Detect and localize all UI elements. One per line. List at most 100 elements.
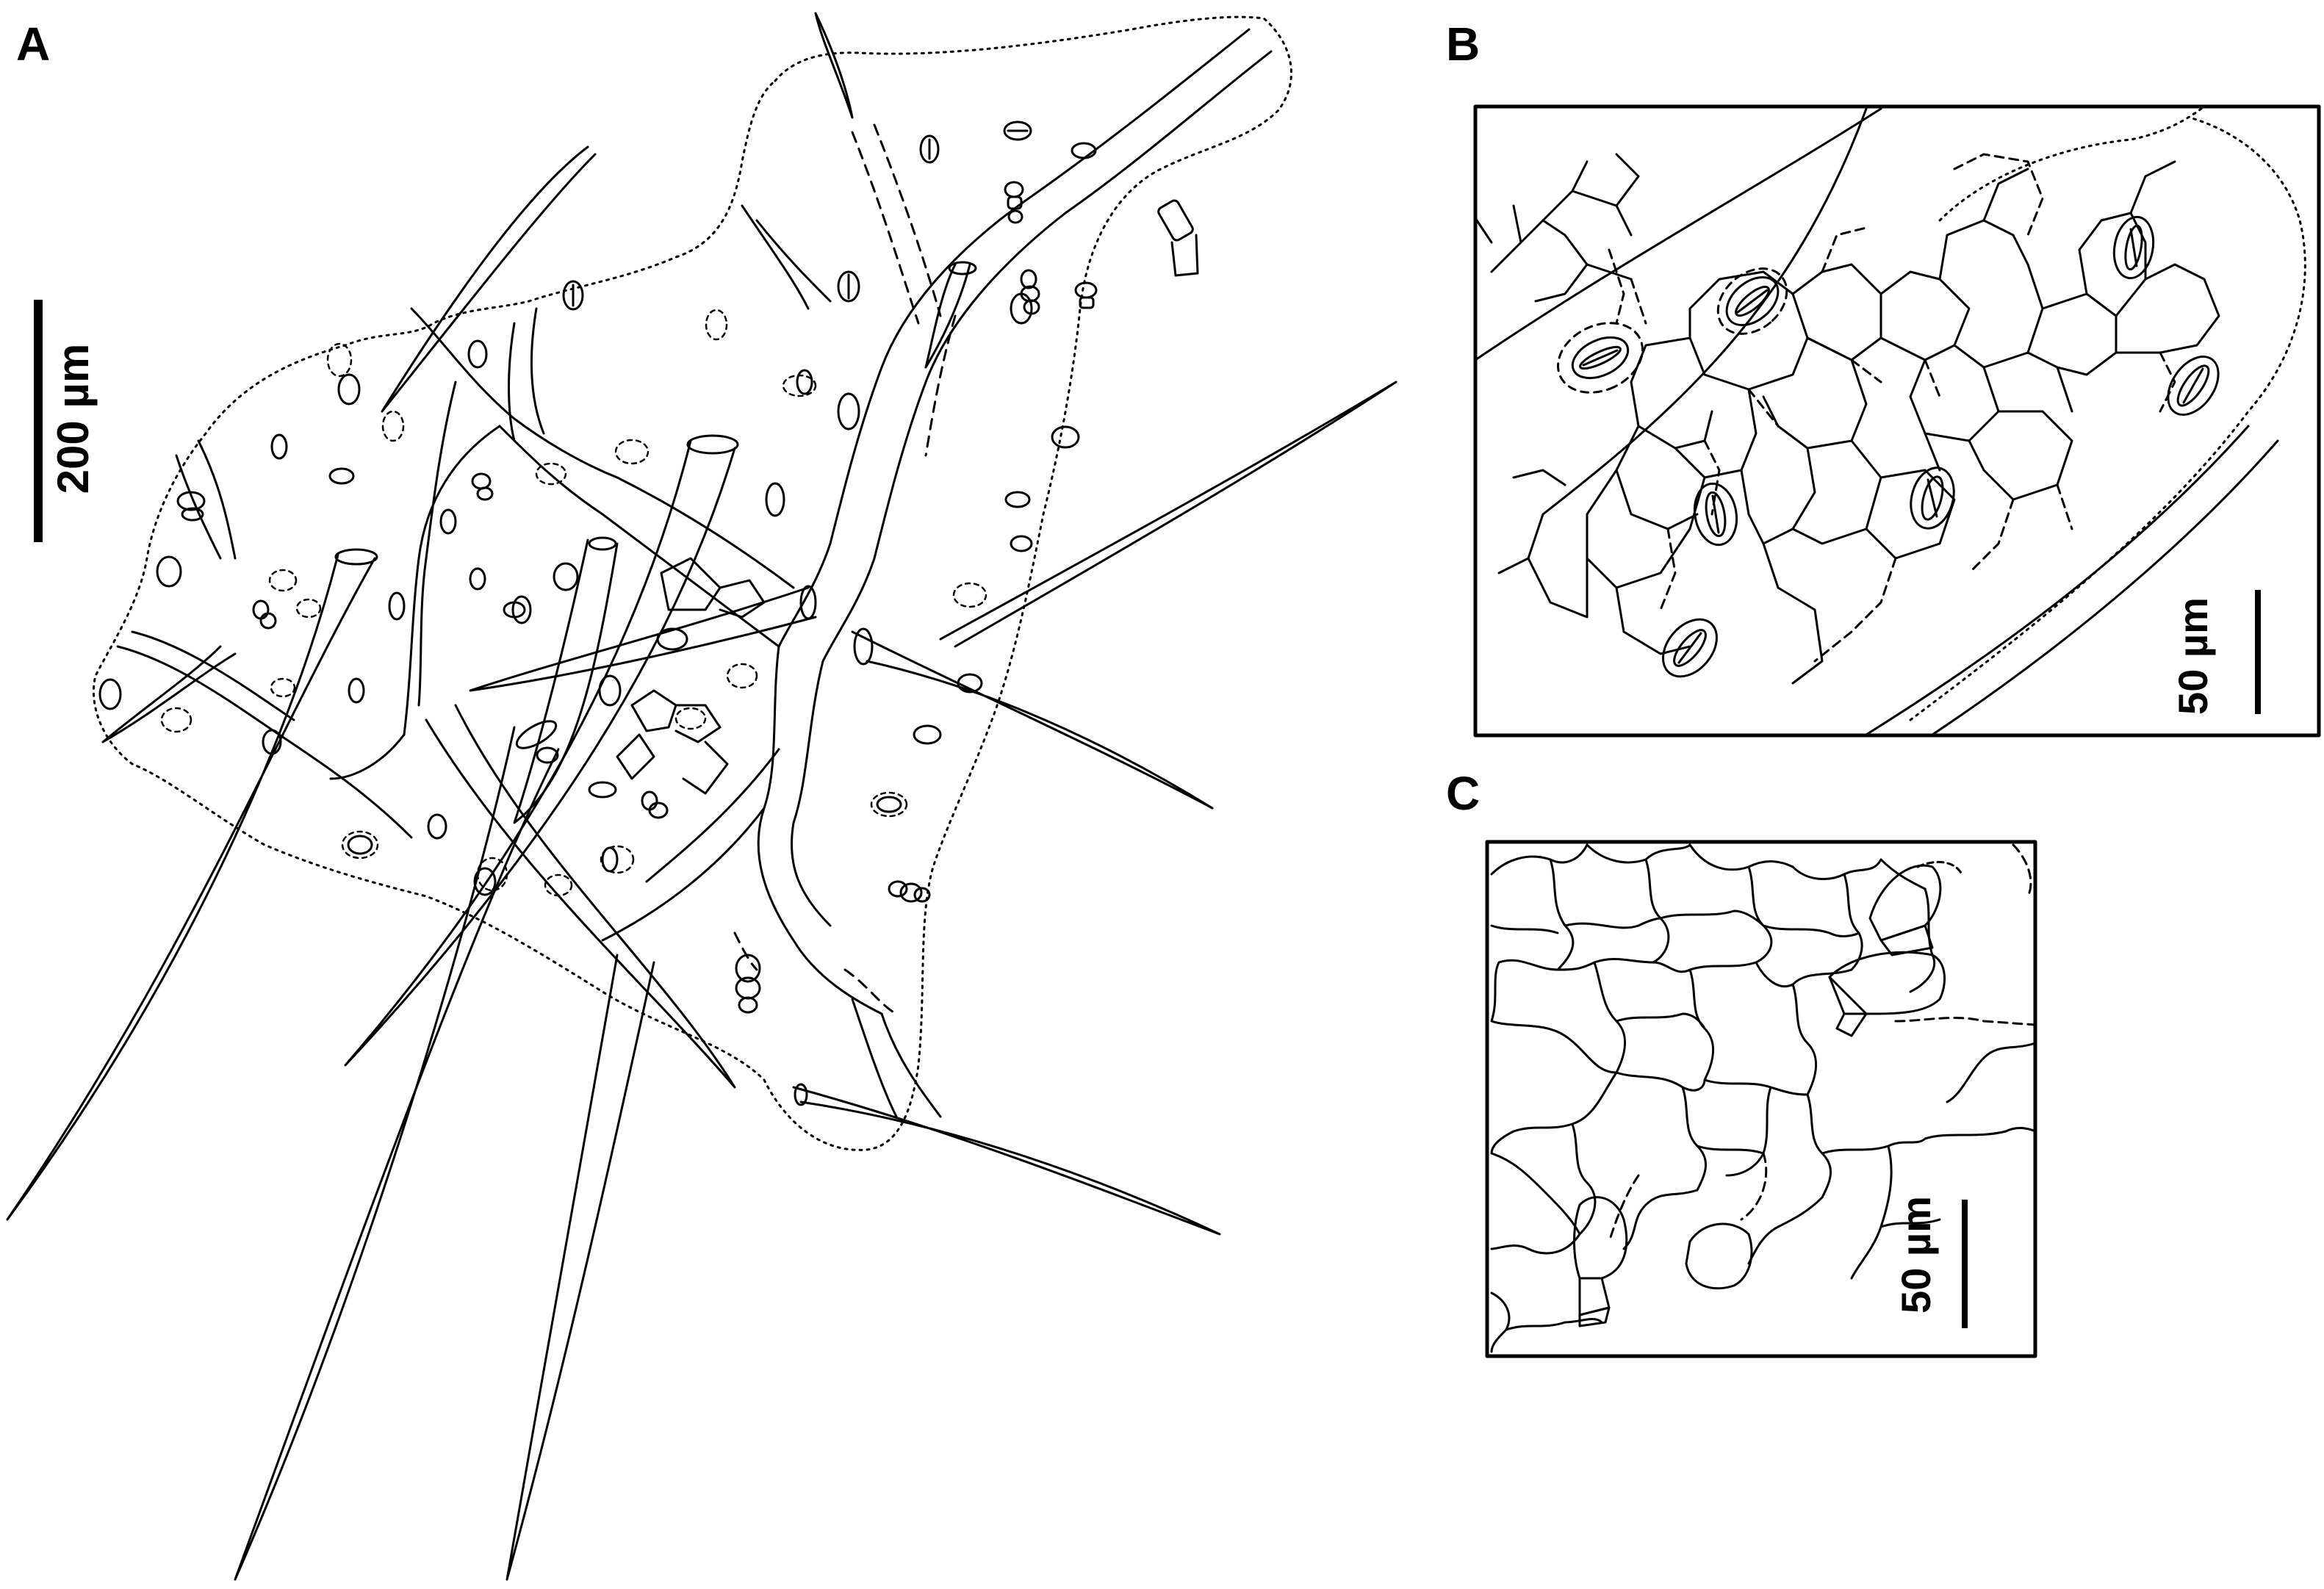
stoma — [1004, 122, 1031, 140]
panel-b-diagonal-2 — [1543, 109, 1866, 514]
vein-branch-1 — [500, 426, 779, 646]
stoma — [100, 680, 120, 709]
panel-b-diagonal-1 — [1475, 109, 1881, 360]
trichome-3 — [507, 955, 654, 1579]
stomata-b — [1547, 214, 2228, 687]
trichome-6 — [426, 705, 735, 1087]
stoma — [1052, 427, 1079, 447]
trichome-12 — [382, 147, 595, 411]
panel-c-frame — [1487, 842, 2035, 1356]
glandular-hair — [1021, 270, 1039, 314]
panel-b-diagonal-4 — [1932, 441, 2278, 735]
stoma — [1006, 492, 1029, 507]
stoma — [1904, 463, 1960, 533]
panel-b-letter: B — [1446, 18, 1481, 71]
stoma — [330, 469, 353, 483]
vein-lower-1 — [758, 646, 882, 1014]
stoma — [349, 679, 364, 702]
stoma — [475, 868, 495, 895]
cell-cluster-a — [617, 558, 764, 793]
panel-b-drawing — [1475, 107, 2319, 735]
trichome-base — [513, 716, 560, 754]
panel-b-dashed-cells — [1609, 154, 2175, 661]
glandular-hair — [736, 955, 760, 1012]
stoma — [1072, 143, 1096, 158]
stoma — [272, 435, 287, 458]
stoma — [389, 593, 404, 619]
dashed-stoma-halo — [1705, 255, 1800, 347]
trichome-9 — [940, 382, 1396, 646]
vein-lower-2 — [791, 661, 830, 926]
vein-branch-5 — [602, 749, 779, 940]
trichome-2 — [235, 727, 558, 1579]
stoma — [838, 272, 859, 301]
epidermis-outline — [93, 17, 1291, 1150]
panel-b-dotted-edge — [1910, 118, 2305, 720]
stoma — [958, 674, 982, 692]
stoma — [537, 748, 558, 763]
vein-branch-8 — [742, 206, 830, 309]
stoma — [441, 510, 456, 533]
panel-b-dotted-top — [1940, 107, 2204, 220]
stoma — [921, 136, 938, 162]
stoma — [589, 782, 616, 797]
stoma — [600, 676, 620, 705]
panel-c-dashed-cells — [1609, 845, 2035, 1242]
trichome-11 — [103, 646, 235, 742]
trichome-base — [949, 262, 976, 274]
stoma — [157, 557, 181, 586]
dashed-stomata-a — [162, 310, 986, 896]
dashed-vein-a — [735, 933, 896, 1014]
stoma — [658, 629, 687, 649]
stomata-a — [100, 122, 1096, 895]
glandular-hairs — [178, 182, 1198, 1012]
stoma — [564, 281, 583, 309]
trichome-base — [801, 586, 816, 619]
glandular-hair — [1076, 283, 1096, 308]
panel-c-drawing — [1487, 842, 2035, 1356]
panel-b-frame — [1475, 107, 2319, 735]
trichome-dashed-1 — [852, 125, 940, 323]
stoma — [428, 815, 446, 838]
panel-b-cells — [1477, 154, 2219, 683]
stoma — [470, 569, 485, 589]
panel-b-diagonal-3 — [1866, 426, 2248, 735]
stoma — [1652, 609, 1728, 687]
trichome-4 — [345, 441, 735, 1065]
trichome-8 — [852, 632, 1212, 808]
panel-a-drawing — [7, 13, 1396, 1579]
panel-c-trichome-bases — [1575, 862, 1963, 1326]
glandular-hair — [178, 492, 204, 520]
stoma — [2158, 347, 2228, 424]
glandular-hair — [1005, 182, 1023, 223]
panel-c-cells — [1492, 845, 2035, 1352]
vein-branch-9 — [852, 999, 940, 1117]
stoma — [1690, 480, 1741, 548]
trichome-base — [795, 1084, 807, 1105]
glandular-hair — [1157, 199, 1198, 275]
stoma — [504, 602, 525, 617]
trichome-5 — [514, 540, 617, 823]
stoma — [469, 341, 486, 367]
trichome-base — [336, 550, 377, 564]
trichome-10 — [794, 1087, 1220, 1234]
stoma — [263, 730, 281, 754]
stoma — [766, 483, 784, 516]
stoma — [1011, 294, 1032, 323]
stoma — [877, 797, 901, 812]
vein-branch-2 — [514, 419, 794, 588]
stoma — [838, 394, 859, 429]
stoma — [797, 370, 812, 394]
vein-branch-3 — [404, 309, 514, 735]
stoma — [513, 597, 530, 623]
trichome-7 — [470, 588, 816, 691]
trichome-base — [589, 538, 616, 550]
trichome-14 — [926, 264, 970, 367]
panel-a-letter: A — [16, 18, 51, 71]
stoma — [339, 375, 359, 404]
vein-branch-7 — [509, 309, 544, 441]
vein-branch-4 — [331, 382, 456, 779]
stoma — [1011, 536, 1032, 551]
glandular-hair — [642, 792, 667, 818]
